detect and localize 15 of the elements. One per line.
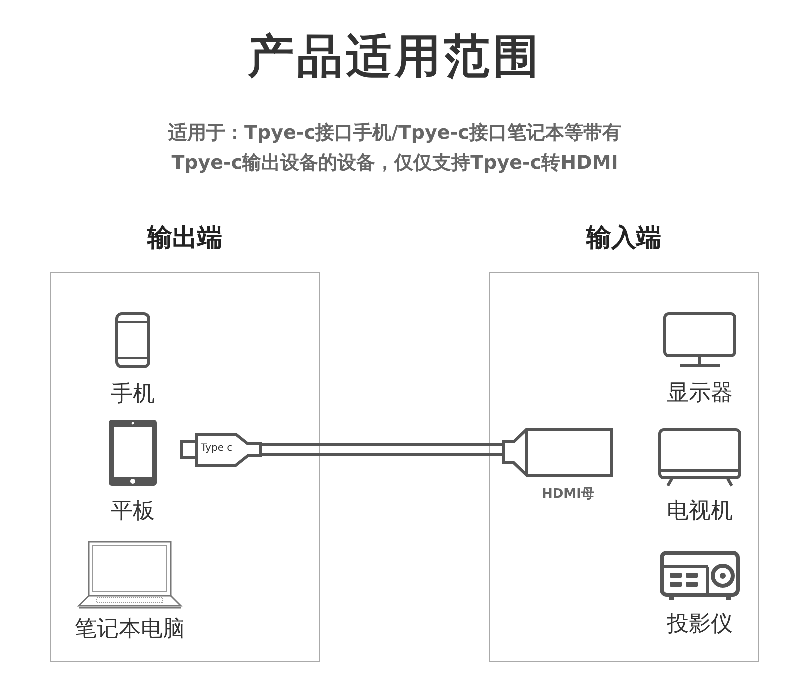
device-label: 笔记本电脑 [75,616,185,644]
device-label: 手机 [111,381,155,409]
title: 产品适用范围 [246,28,543,85]
device-label: 投影仪 [667,611,733,639]
hdmi-female-connector [502,428,613,477]
cable [260,444,504,456]
connector-label: HDMI母 [542,486,594,503]
device-label: 平板 [111,498,155,526]
plug-label: Type c [201,443,233,454]
panel-heading: 输出端 [146,222,224,254]
subtitle: 适用于：Tpye-c接口手机/Tpye-c接口笔记本等带有Tpye-c输出设备的设备，仅仅支持Tpye-c转HDMI [168,121,622,176]
usb-c-plug [180,433,262,467]
device-label: 电视机 [667,498,733,526]
device-label: 显示器 [667,380,733,408]
panel-heading: 输入端 [585,222,662,254]
